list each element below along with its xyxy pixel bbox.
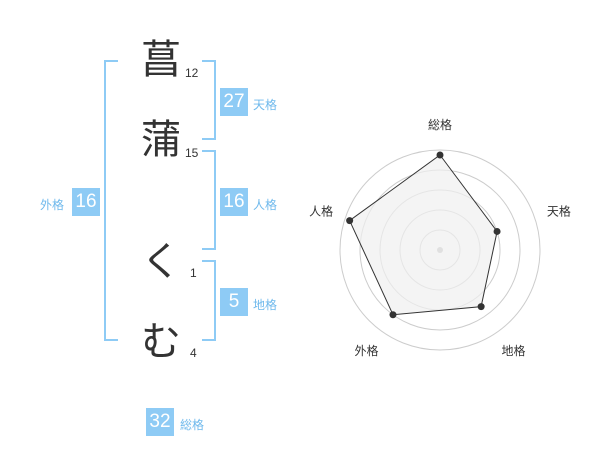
chikaku-bracket (202, 260, 216, 341)
gaikaku-bracket (104, 60, 118, 341)
radar-axis-label: 人格 (309, 203, 333, 218)
radar-point (477, 303, 485, 311)
tenkaku-label: 天格 (253, 98, 278, 112)
chikaku-value: 5 (220, 288, 248, 316)
stroke-count-1: 12 (185, 66, 199, 80)
radar-point (436, 151, 444, 159)
radar-axis-label: 天格 (547, 203, 571, 218)
radar-point (493, 227, 501, 235)
name-char-3: く (141, 239, 181, 285)
stroke-count-3: 1 (190, 266, 197, 280)
gaikaku-label: 外格 (40, 198, 65, 212)
soukaku-label: 総格 (180, 418, 205, 432)
stroke-count-4: 4 (190, 346, 197, 360)
soukaku-value: 32 (146, 408, 174, 436)
chikaku-label: 地格 (253, 298, 278, 312)
radar-point (389, 311, 397, 319)
tenkaku-bracket (202, 60, 216, 140)
name-char-4: む (141, 319, 181, 365)
radar-point (346, 217, 354, 225)
radar-axis-label: 地格 (501, 343, 525, 358)
radar-polygon (348, 154, 498, 316)
name-char-2: 蒲 (141, 117, 181, 163)
jinkaku-bracket (202, 150, 216, 250)
gaikaku-value: 16 (72, 188, 100, 216)
tenkaku-value: 27 (220, 88, 248, 116)
jinkaku-label: 人格 (253, 198, 278, 212)
radar-axis-label: 総格 (428, 117, 452, 132)
stroke-count-2: 15 (185, 146, 199, 160)
radar-ring (339, 149, 541, 351)
name-char-1: 菖 (141, 37, 181, 83)
radar-axis-label: 外格 (354, 343, 378, 358)
jinkaku-value: 16 (220, 188, 248, 216)
